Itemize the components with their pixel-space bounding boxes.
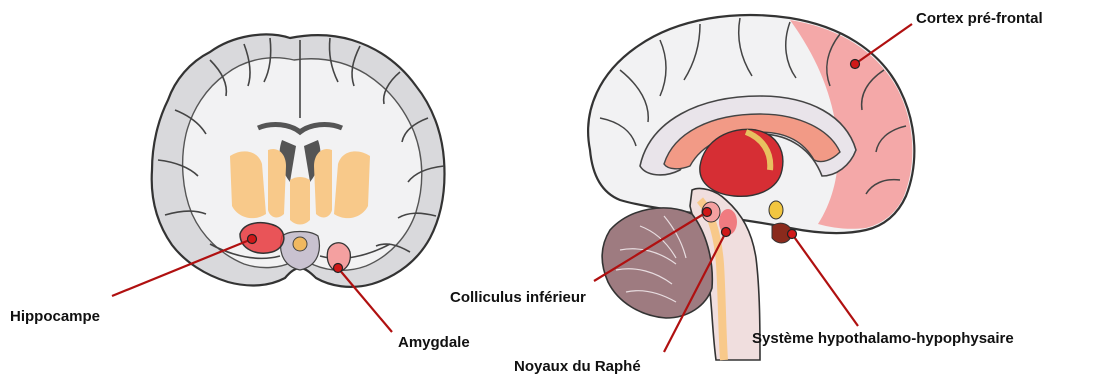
- coronal-brain-section: [152, 34, 445, 286]
- marker-raphe: [722, 228, 731, 237]
- hypothalamus-node: [769, 201, 783, 219]
- label-colliculus: Colliculus inférieur: [450, 289, 586, 306]
- third-ventricle-node: [293, 237, 307, 251]
- marker-hippocampe: [248, 235, 257, 244]
- marker-amygdale: [334, 264, 343, 273]
- marker-hypothalamo: [788, 230, 797, 239]
- sagittal-brain-section: [588, 15, 914, 360]
- marker-cortex: [851, 60, 860, 69]
- label-raphe: Noyaux du Raphé: [514, 358, 641, 375]
- leader-line-cortex: [855, 24, 912, 64]
- cerebellum: [602, 208, 712, 318]
- label-hippocampe: Hippocampe: [10, 308, 100, 325]
- marker-colliculus: [703, 208, 712, 217]
- label-cortex: Cortex pré-frontal: [916, 10, 1043, 27]
- label-amygdale: Amygdale: [398, 334, 470, 351]
- label-hypothalamo: Système hypothalamo-hypophysaire: [752, 330, 1014, 347]
- hippocampus-region: [240, 223, 284, 253]
- leader-line-hypothalamo: [792, 234, 858, 326]
